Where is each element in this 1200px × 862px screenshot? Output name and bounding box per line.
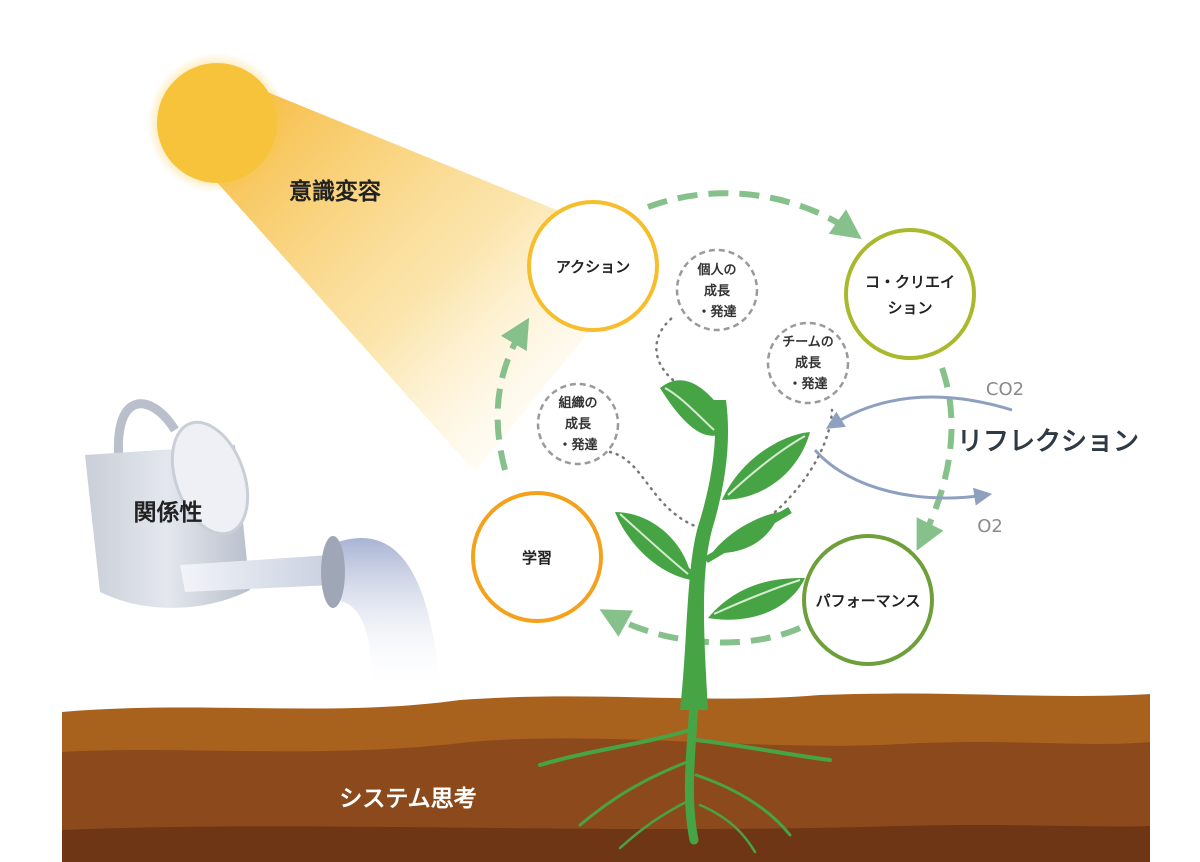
cycle-arrows — [494, 190, 955, 646]
reflection-label: リフレクション — [957, 427, 1139, 457]
watering-can-handle — [114, 399, 179, 471]
plant — [615, 380, 810, 710]
arrow-action-to-cocreation — [646, 190, 862, 239]
leaf-upper-right — [722, 432, 810, 500]
watering-can-spout — [180, 555, 332, 592]
sun-label: 意識変容 — [289, 178, 381, 205]
leaf-top-vein — [664, 387, 715, 431]
growth-bubble-organization: 組織の 成長 ・発達 — [536, 382, 620, 466]
watering-can: 関係性 — [85, 399, 440, 690]
sun-beam — [215, 85, 655, 472]
arrow-cocreation-to-performance — [916, 367, 955, 551]
arrow-learning-to-action — [494, 317, 530, 471]
watering-can-label: 関係性 — [134, 500, 203, 526]
organization-line3: ・発達 — [558, 437, 597, 453]
watering-can-rose — [321, 536, 345, 608]
team-line1: チームの — [782, 335, 834, 350]
water-stream — [330, 537, 440, 690]
team-line2: 成長 — [795, 355, 822, 371]
organization-line1: 組織の — [558, 395, 597, 411]
cycle-node-cocreation: コ・クリエイ ション — [844, 228, 976, 360]
cycle-node-action: アクション — [527, 200, 659, 332]
sun-icon — [157, 63, 277, 183]
arrow-performance-to-learning — [599, 609, 802, 646]
individual-line2: 成長 — [704, 283, 731, 299]
leaf-right-small — [712, 512, 780, 554]
individual-line1: 個人の — [696, 262, 736, 278]
cocreation-label-line2: ション — [887, 299, 932, 317]
learning-label: 学習 — [522, 549, 552, 567]
cycle-node-performance: パフォーマンス — [802, 534, 934, 666]
growth-bubble-individual: 個人の 成長 ・発達 — [675, 248, 759, 332]
plant-stem — [680, 400, 729, 710]
soil-deep-layer — [62, 825, 1150, 862]
co2-label: CO2 — [986, 379, 1024, 400]
individual-line3: ・発達 — [697, 304, 736, 320]
leaf-lower-right-vein — [713, 579, 801, 615]
action-label: アクション — [556, 258, 630, 276]
watering-can-top — [170, 420, 250, 536]
team-line3: ・発達 — [788, 376, 827, 392]
leaf-lower-right — [708, 578, 805, 620]
growth-bubble-team: チームの 成長 ・発達 — [766, 321, 850, 405]
o2-arrow — [813, 449, 993, 506]
cocreation-label-line1: コ・クリエイ — [865, 273, 955, 291]
leaf-upper-right-vein — [727, 435, 806, 496]
cycle-node-learning: 学習 — [471, 491, 603, 623]
co2-arrow — [825, 395, 1013, 429]
reflection-arrows — [813, 395, 1013, 506]
leaf-left-vein — [619, 513, 689, 575]
performance-label: パフォーマンス — [816, 592, 921, 610]
leaf-top — [660, 380, 718, 436]
organization-line2: 成長 — [565, 416, 592, 432]
plant-roots — [538, 700, 832, 854]
o2-label: O2 — [977, 516, 1003, 537]
soil-label: システム思考 — [339, 786, 476, 812]
leaf-left — [615, 512, 692, 580]
